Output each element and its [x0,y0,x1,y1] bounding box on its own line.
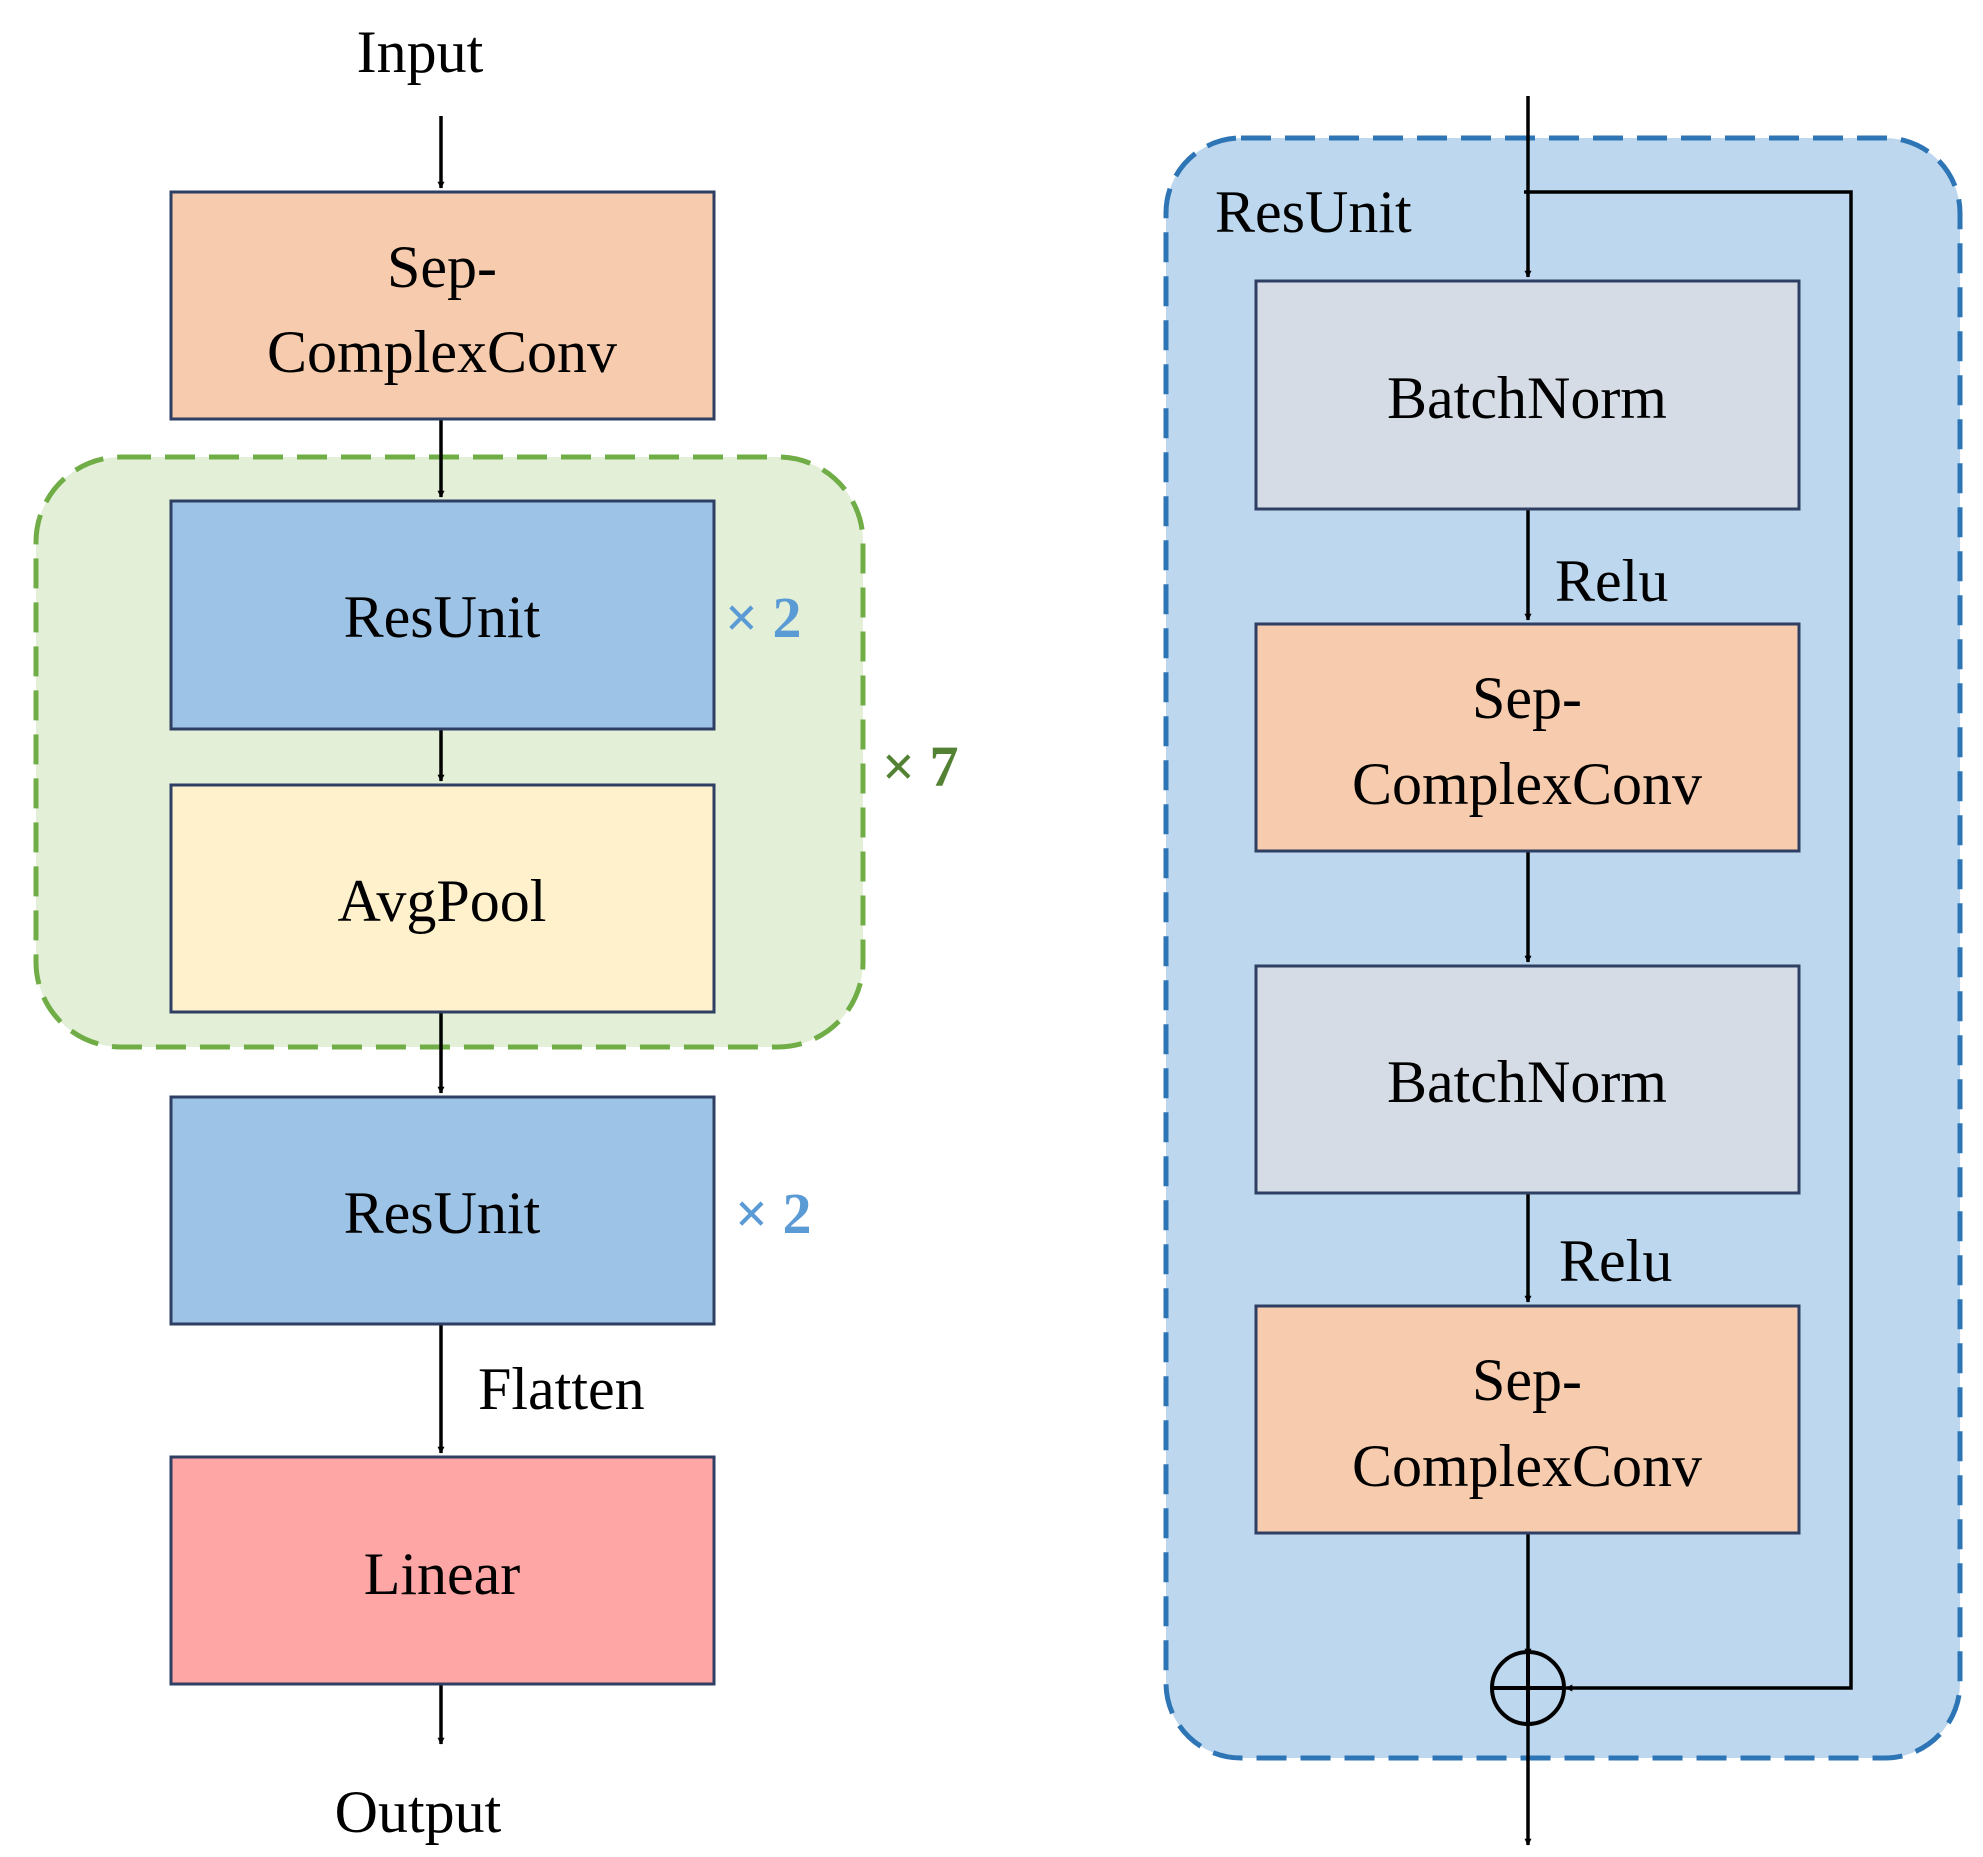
relu-label-2: Relu [1559,1228,1672,1294]
circle-plus-icon [1490,1650,1566,1726]
sep-complexconv-block-2-line1: Sep- [1472,1347,1582,1413]
sep-complexconv-block-1-line1: Sep- [1472,665,1582,731]
flatten-label: Flatten [478,1356,645,1422]
resunit-block-final [169,1095,716,1326]
network-overview: Input Sep- ComplexConv ResUnit × 2 AvgPo… [33,19,959,1845]
linear-block [169,1455,716,1686]
avgpool-block [169,783,716,1014]
linear-block-label: Linear [364,1541,521,1607]
resunit-detail-title: ResUnit [1215,179,1412,245]
avgpool-block-label: AvgPool [338,868,547,934]
batchnorm-block-1 [1254,279,1801,511]
sep-complexconv-label-line1: Sep- [387,234,497,300]
sep-complexconv-block-1 [1254,622,1801,853]
repeat-group-multiplier: × 7 [882,734,959,799]
sep-complexconv-block-2-line2: ComplexConv [1352,1433,1702,1499]
sep-complexconv-block [169,190,716,421]
resunit-block-label: ResUnit [344,584,541,650]
resunit-block-final-label: ResUnit [344,1180,541,1246]
skip-connection [1524,190,1853,1692]
sep-complexconv-block-1-line2: ComplexConv [1352,751,1702,817]
resunit-detail: ResUnit BatchNorm Relu Sep- ComplexConv … [1163,96,1963,1846]
sep-complexconv-label-line2: ComplexConv [267,319,617,385]
relu-label-1: Relu [1555,548,1668,614]
resunit-final-repeat-multiplier: × 2 [735,1181,812,1246]
resunit-repeat-multiplier: × 2 [725,585,802,650]
batchnorm-block-2 [1254,964,1801,1195]
input-label: Input [357,19,484,85]
batchnorm-block-2-label: BatchNorm [1387,1049,1667,1115]
batchnorm-block-1-label: BatchNorm [1387,365,1667,431]
resunit-block [169,499,716,731]
output-label: Output [335,1779,502,1845]
sep-complexconv-block-2 [1254,1304,1801,1535]
